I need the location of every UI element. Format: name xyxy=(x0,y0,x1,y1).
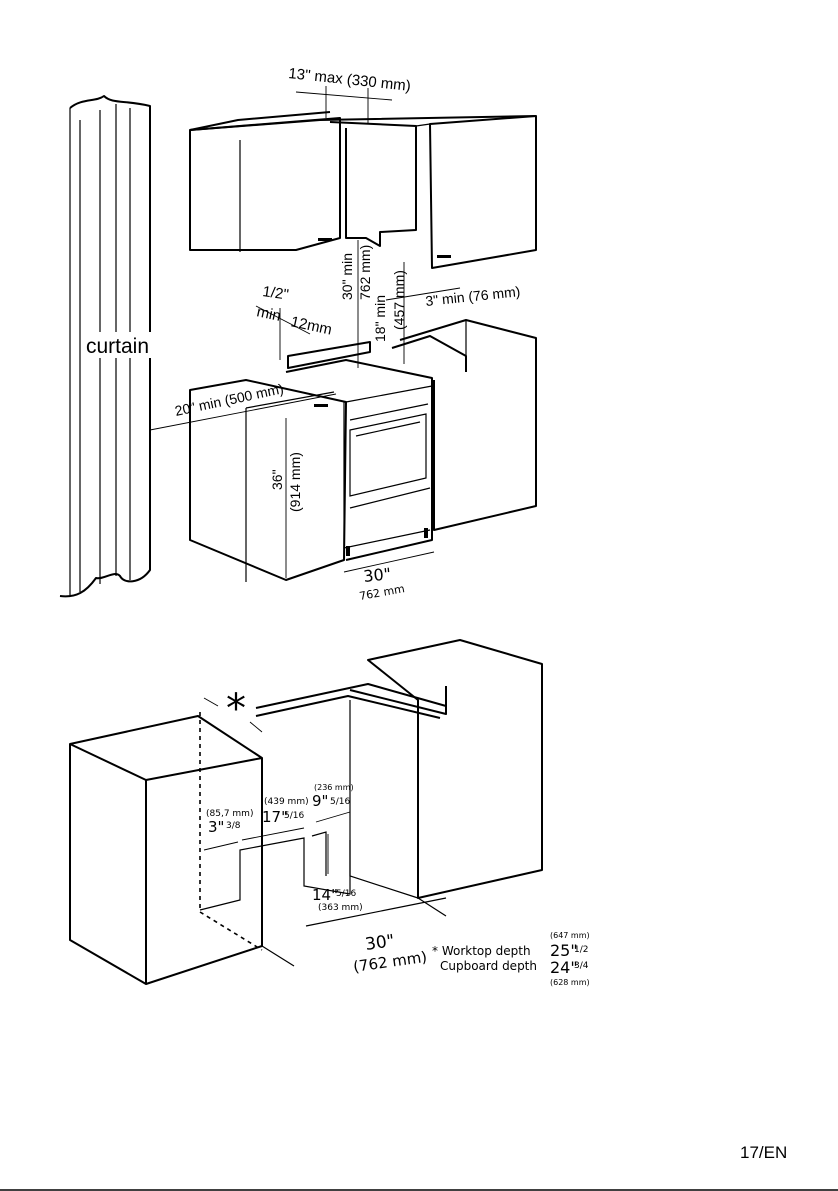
cupboard-depth-mm: (628 mm) xyxy=(550,978,590,987)
dim-17-fraction: 5/16 xyxy=(284,811,304,821)
dim-half-inch: 1/2" xyxy=(261,283,289,303)
handle-icon xyxy=(437,255,451,258)
dim-3-fraction: 3/8 xyxy=(226,821,241,831)
upper-cabinets xyxy=(190,112,536,268)
curtain-label: curtain xyxy=(86,335,149,358)
dim-30-range: 30" xyxy=(362,564,392,586)
dim-36: 36" xyxy=(269,469,285,490)
cupboard-depth-fraction: 3/4 xyxy=(574,961,589,971)
dim-14: 14" xyxy=(312,886,338,904)
handle-icon xyxy=(318,238,332,241)
dim-363mm: (363 mm) xyxy=(318,903,363,913)
dim-12mm: 12mm xyxy=(289,313,333,338)
dim-3-min: 3" min (76 mm) xyxy=(425,283,521,309)
depth-legend: (647 mm) * Worktop depth 25" 1/2 Cupboar… xyxy=(432,931,590,987)
page-number: 17/EN xyxy=(740,1143,787,1162)
worktop-depth-label: * Worktop depth xyxy=(432,944,531,958)
dim-30-min: 30" min xyxy=(339,253,355,300)
asterisk-mark: * xyxy=(226,686,246,732)
bottom-installation-diagram: * (236 mm) 9" 5/16 (439 mm) 17" 5/16 (85… xyxy=(70,640,590,987)
dim-13-max: 13" max (330 mm) xyxy=(288,65,412,95)
cupboard-depth-label: Cupboard depth xyxy=(440,959,537,973)
worktop-depth-mm: (647 mm) xyxy=(550,931,590,940)
dim-439mm: (439 mm) xyxy=(264,797,309,807)
dim-9: 9" xyxy=(312,792,328,810)
dim-914mm: (914 mm) xyxy=(287,452,303,512)
dim-762mm-bottom: (762 mm) xyxy=(352,948,428,976)
dim-3: 3" xyxy=(208,818,224,836)
handle-icon xyxy=(314,404,328,407)
top-installation-diagram: 13" max (330 mm) 30" min 762 mm) 18" min… xyxy=(60,65,536,603)
dim-20-min: 20" min (500 mm) xyxy=(173,380,285,419)
dim-762mm: 762 mm) xyxy=(357,245,373,300)
worktop-depth-fraction: 1/2 xyxy=(574,945,588,955)
dim-18-min: 18" min xyxy=(372,295,388,342)
dim-9-fraction: 5/16 xyxy=(330,797,350,807)
lower-cabinets xyxy=(190,320,536,582)
dim-14-fraction: 5/16 xyxy=(336,889,356,899)
dim-30-bottom: 30" xyxy=(364,931,396,955)
dim-236mm: (236 mm) xyxy=(314,783,354,792)
dim-457mm: (457 mm) xyxy=(391,270,407,330)
dim-min: min xyxy=(255,303,282,325)
